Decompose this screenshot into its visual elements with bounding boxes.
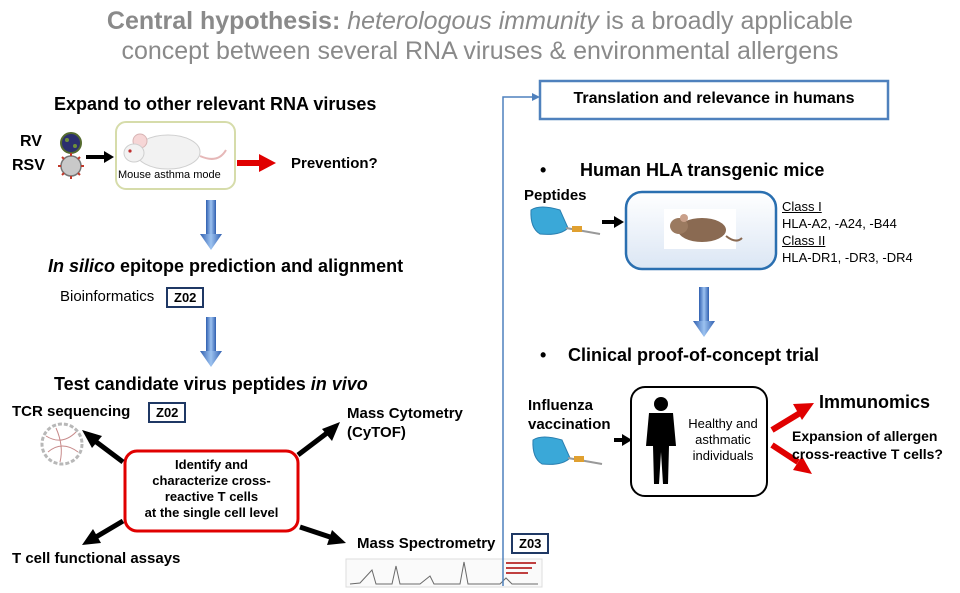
bioinformatics-label: Bioinformatics bbox=[60, 288, 155, 305]
translation-label: Translation and relevance in humans bbox=[573, 90, 855, 107]
arrow-to-tcell-assays bbox=[82, 518, 125, 545]
rv-virus-icon bbox=[60, 132, 82, 154]
healthy-line-2: asthmatic bbox=[695, 432, 751, 447]
blue-down-arrow-2 bbox=[200, 317, 222, 367]
mouse-model-label: Mouse asthma mode bbox=[118, 169, 221, 181]
tcr-circos-thumbnail bbox=[40, 422, 84, 466]
hla-transgenic-heading: Human HLA transgenic mice bbox=[580, 160, 825, 180]
mass-spec-thumbnail bbox=[345, 558, 543, 588]
rsv-label: RSV bbox=[12, 157, 45, 174]
healthy-line-3: individuals bbox=[692, 448, 754, 463]
healthy-asthmatic-text: Healthy and asthmatic individuals bbox=[678, 416, 768, 464]
tag-z03: Z03 bbox=[511, 533, 550, 554]
step2-italic: In silico bbox=[48, 256, 116, 276]
step2-rest: epitope prediction and alignment bbox=[120, 256, 404, 276]
step1-heading: Expand to other relevant RNA viruses bbox=[54, 94, 377, 114]
arrow-to-cytof bbox=[296, 422, 340, 457]
bullet-dot-2: • bbox=[540, 345, 547, 365]
blue-down-arrow-1 bbox=[200, 200, 222, 250]
class-ii-values: HLA-DR1, -DR3, -DR4 bbox=[782, 250, 913, 265]
arrow-to-expansion bbox=[770, 442, 812, 474]
blue-down-arrow-3 bbox=[693, 287, 715, 337]
title-line-2: concept between several RNA viruses & en… bbox=[121, 37, 839, 65]
influenza-line-1: Influenza bbox=[528, 397, 594, 414]
title-rest: is a broadly applicable bbox=[605, 7, 854, 35]
translation-connector bbox=[502, 93, 540, 586]
class-i-values: HLA-A2, -A24, -B44 bbox=[782, 216, 897, 231]
tag-z02-tcr: Z02 bbox=[148, 402, 187, 423]
identify-box-text: Identify and characterize cross- reactiv… bbox=[127, 457, 296, 521]
healthy-individuals-box bbox=[630, 386, 768, 497]
healthy-line-1: Healthy and bbox=[688, 416, 758, 431]
arrow-to-mass-spec bbox=[299, 524, 346, 545]
bullet-dot-1: • bbox=[540, 160, 547, 180]
rsv-virus-icon bbox=[58, 153, 84, 179]
mass-spectrometry-label: Mass Spectrometry bbox=[357, 535, 496, 552]
identify-box bbox=[123, 449, 300, 533]
arrow-to-immunomics bbox=[770, 403, 814, 433]
title-italic: heterologous immunity bbox=[347, 7, 599, 35]
immunomics-label: Immunomics bbox=[819, 392, 931, 412]
mass-cytometry-line-2: (CyTOF) bbox=[347, 424, 406, 441]
hla-class-list: Class I HLA-A2, -A24, -B44 Class II HLA-… bbox=[782, 198, 913, 266]
rv-label: RV bbox=[20, 133, 42, 150]
translation-box bbox=[538, 79, 890, 121]
influenza-vaccination-label: Influenza vaccination bbox=[528, 396, 611, 434]
arrow-virus-to-mouse bbox=[86, 151, 114, 163]
peptide-syringe-icon bbox=[530, 206, 601, 235]
identify-line-3: reactive T cells bbox=[164, 489, 259, 504]
expansion-line-1: Expansion of allergen bbox=[792, 428, 938, 444]
expansion-line-2: cross-reactive T cells? bbox=[792, 446, 943, 462]
prevention-label: Prevention? bbox=[291, 155, 378, 172]
clinical-trial-heading: Clinical proof-of-concept trial bbox=[568, 345, 820, 365]
step3-rest: Test candidate virus peptides bbox=[54, 374, 306, 394]
peptides-label: Peptides bbox=[524, 187, 587, 204]
influenza-line-2: vaccination bbox=[528, 416, 611, 433]
title-bold: Central hypothesis: bbox=[106, 7, 341, 35]
tcell-functional-assays-label: T cell functional assays bbox=[12, 550, 181, 567]
arrow-peptides-to-hla-mouse bbox=[602, 216, 624, 228]
arrow-influenza-to-person bbox=[614, 434, 632, 446]
identify-line-2: characterize cross- bbox=[152, 473, 271, 488]
expansion-label: Expansion of allergen cross-reactive T c… bbox=[792, 427, 943, 463]
class-i-label: Class I bbox=[782, 199, 822, 214]
class-ii-label: Class II bbox=[782, 233, 826, 248]
influenza-syringe-icon bbox=[532, 436, 603, 465]
mass-cytometry-line-1: Mass Cytometry bbox=[347, 405, 463, 422]
arrow-mouse-to-prevention bbox=[237, 154, 276, 172]
mass-cytometry-label: Mass Cytometry (CyTOF) bbox=[347, 404, 463, 442]
identify-line-1: Identify and bbox=[175, 457, 248, 472]
mouse-asthma-model-box bbox=[115, 121, 236, 190]
arrow-to-tcr bbox=[82, 430, 125, 464]
title-line-1: Central hypothesis: heterologous immunit… bbox=[0, 6, 960, 36]
identify-line-4: at the single cell level bbox=[144, 505, 279, 520]
hla-mouse-box bbox=[624, 190, 778, 271]
step3-heading: Test candidate virus peptides in vivo bbox=[54, 374, 368, 395]
tcr-sequencing-label: TCR sequencing bbox=[12, 403, 131, 420]
step3-italic: in vivo bbox=[310, 374, 368, 394]
step2-heading: In silico epitope prediction and alignme… bbox=[48, 256, 403, 277]
tag-z02-bioinformatics: Z02 bbox=[166, 287, 205, 308]
